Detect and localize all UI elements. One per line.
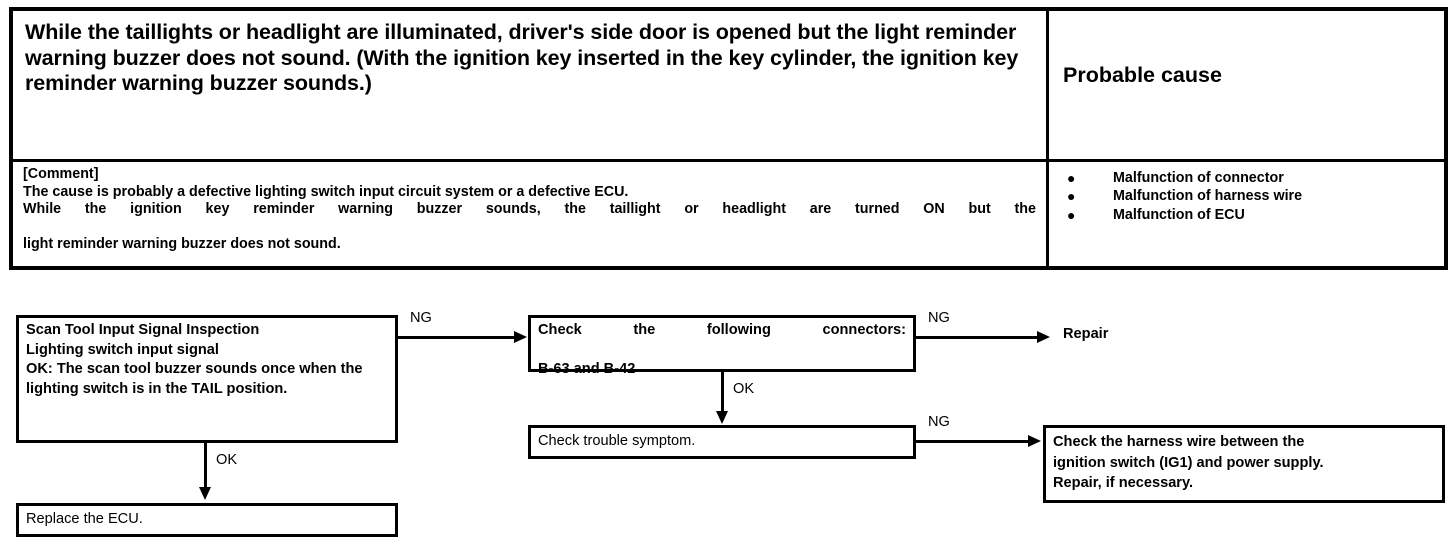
ok-prefix-label: OK: bbox=[26, 361, 53, 378]
bullet-icon: ● bbox=[1067, 170, 1076, 186]
symptom-description-cell: While the taillights or headlight are il… bbox=[13, 11, 1046, 159]
list-item: ● Malfunction of connector bbox=[1067, 169, 1444, 187]
harness-line-2: ignition switch (IG1) and power supply. bbox=[1053, 454, 1324, 471]
scan-tool-ok-criteria: OK: The scan tool buzzer sounds once whe… bbox=[26, 360, 388, 399]
comment-label: [Comment] bbox=[23, 166, 99, 182]
flowchart-box-scan-tool-inspection: Scan Tool Input Signal Inspection Lighti… bbox=[16, 315, 398, 443]
flowchart-box-replace-ecu: Replace the ECU. bbox=[16, 503, 398, 537]
probable-cause-header: Probable cause bbox=[1063, 63, 1222, 87]
comment-line-2: While the ignition key reminder warning … bbox=[23, 201, 1036, 218]
comment-cell: [Comment] The cause is probably a defect… bbox=[13, 162, 1046, 266]
edge-label-ng-connectors-to-repair: NG bbox=[928, 310, 950, 326]
probable-cause-list-cell: ● Malfunction of connector ● Malfunction… bbox=[1046, 162, 1444, 266]
list-item: ● Malfunction of harness wire bbox=[1067, 187, 1444, 205]
flowchart-box-check-harness-wire: Check the harness wire between the ignit… bbox=[1043, 425, 1445, 503]
list-item: ● Malfunction of ECU bbox=[1067, 206, 1444, 224]
table-row-comment: [Comment] The cause is probably a defect… bbox=[13, 159, 1444, 266]
symptom-table: While the taillights or headlight are il… bbox=[9, 7, 1448, 270]
edge-label-ng-symptom-to-harness: NG bbox=[928, 414, 950, 430]
comment-block: [Comment] The cause is probably a defect… bbox=[13, 162, 1046, 254]
check-trouble-symptom-label: Check trouble symptom. bbox=[538, 433, 696, 449]
flowchart-box-check-connectors: Check the following connectors: B-63 and… bbox=[528, 315, 916, 377]
harness-line-1: Check the harness wire between the bbox=[1053, 434, 1305, 450]
check-connectors-line-1: Check the following connectors: bbox=[538, 322, 906, 338]
arrow-line-connectors-to-symptom bbox=[721, 372, 724, 414]
bullet-icon: ● bbox=[1067, 206, 1076, 223]
list-item-label: Malfunction of harness wire bbox=[1113, 188, 1303, 205]
arrow-line-symptom-to-harness bbox=[916, 440, 1031, 443]
comment-line-3: light reminder warning buzzer does not s… bbox=[23, 236, 341, 253]
arrow-head-connectors-to-repair bbox=[1037, 331, 1050, 343]
list-item-label: Malfunction of connector bbox=[1113, 170, 1284, 186]
replace-ecu-label: Replace the ECU. bbox=[26, 511, 143, 527]
check-connectors-line-2: B-63 and B-42 bbox=[538, 361, 636, 378]
edge-label-ok-connectors-to-symptom: OK bbox=[733, 381, 755, 397]
arrow-line-scan-to-replace bbox=[204, 443, 207, 490]
list-item-label: Malfunction of ECU bbox=[1113, 206, 1245, 223]
comment-line-1: The cause is probably a defective lighti… bbox=[23, 183, 629, 200]
harness-line-3: Repair, if necessary. bbox=[1053, 475, 1194, 491]
arrow-head-symptom-to-harness bbox=[1028, 435, 1041, 447]
probable-cause-header-cell: Probable cause bbox=[1046, 11, 1444, 159]
flowchart-terminal-repair: Repair bbox=[1063, 326, 1109, 342]
probable-cause-list: ● Malfunction of connector ● Malfunction… bbox=[1049, 162, 1444, 224]
arrow-line-scan-to-connectors bbox=[398, 336, 516, 339]
arrow-head-scan-to-replace bbox=[199, 487, 211, 500]
arrow-line-connectors-to-repair bbox=[916, 336, 1041, 339]
ok-criteria-text: The scan tool buzzer sounds once when th… bbox=[26, 361, 363, 397]
arrow-head-scan-to-connectors bbox=[514, 331, 527, 343]
symptom-title: While the taillights or headlight are il… bbox=[25, 20, 1019, 95]
edge-label-ok-scan-to-replace: OK bbox=[216, 452, 238, 468]
edge-label-ng-scan-to-connectors: NG bbox=[410, 310, 432, 326]
table-row-header: While the taillights or headlight are il… bbox=[13, 11, 1444, 159]
arrow-head-connectors-to-symptom bbox=[716, 411, 728, 424]
scan-tool-heading: Scan Tool Input Signal Inspection bbox=[26, 322, 260, 338]
flowchart-box-check-trouble-symptom: Check trouble symptom. bbox=[528, 425, 916, 459]
scan-tool-signal-line: Lighting switch input signal bbox=[26, 341, 219, 358]
bullet-icon: ● bbox=[1067, 188, 1076, 205]
